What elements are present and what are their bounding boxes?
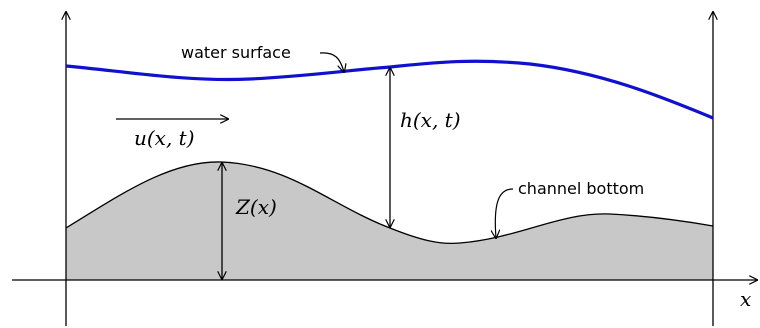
velocity-label: u(x, t)	[134, 126, 195, 150]
water-surface-curve	[65, 59, 714, 120]
bed-height-label: Z(x)	[235, 195, 277, 219]
channel-bottom-curve	[65, 161, 714, 245]
x-axis-label: x	[740, 287, 751, 311]
depth-label: h(x, t)	[400, 108, 461, 132]
water-surface-label: water surface	[181, 43, 291, 62]
channel-bottom-leader	[495, 188, 514, 238]
channel-bed-region	[66, 161, 713, 280]
channel-bottom-label: channel bottom	[518, 179, 644, 198]
water-surface-leader	[319, 52, 344, 72]
